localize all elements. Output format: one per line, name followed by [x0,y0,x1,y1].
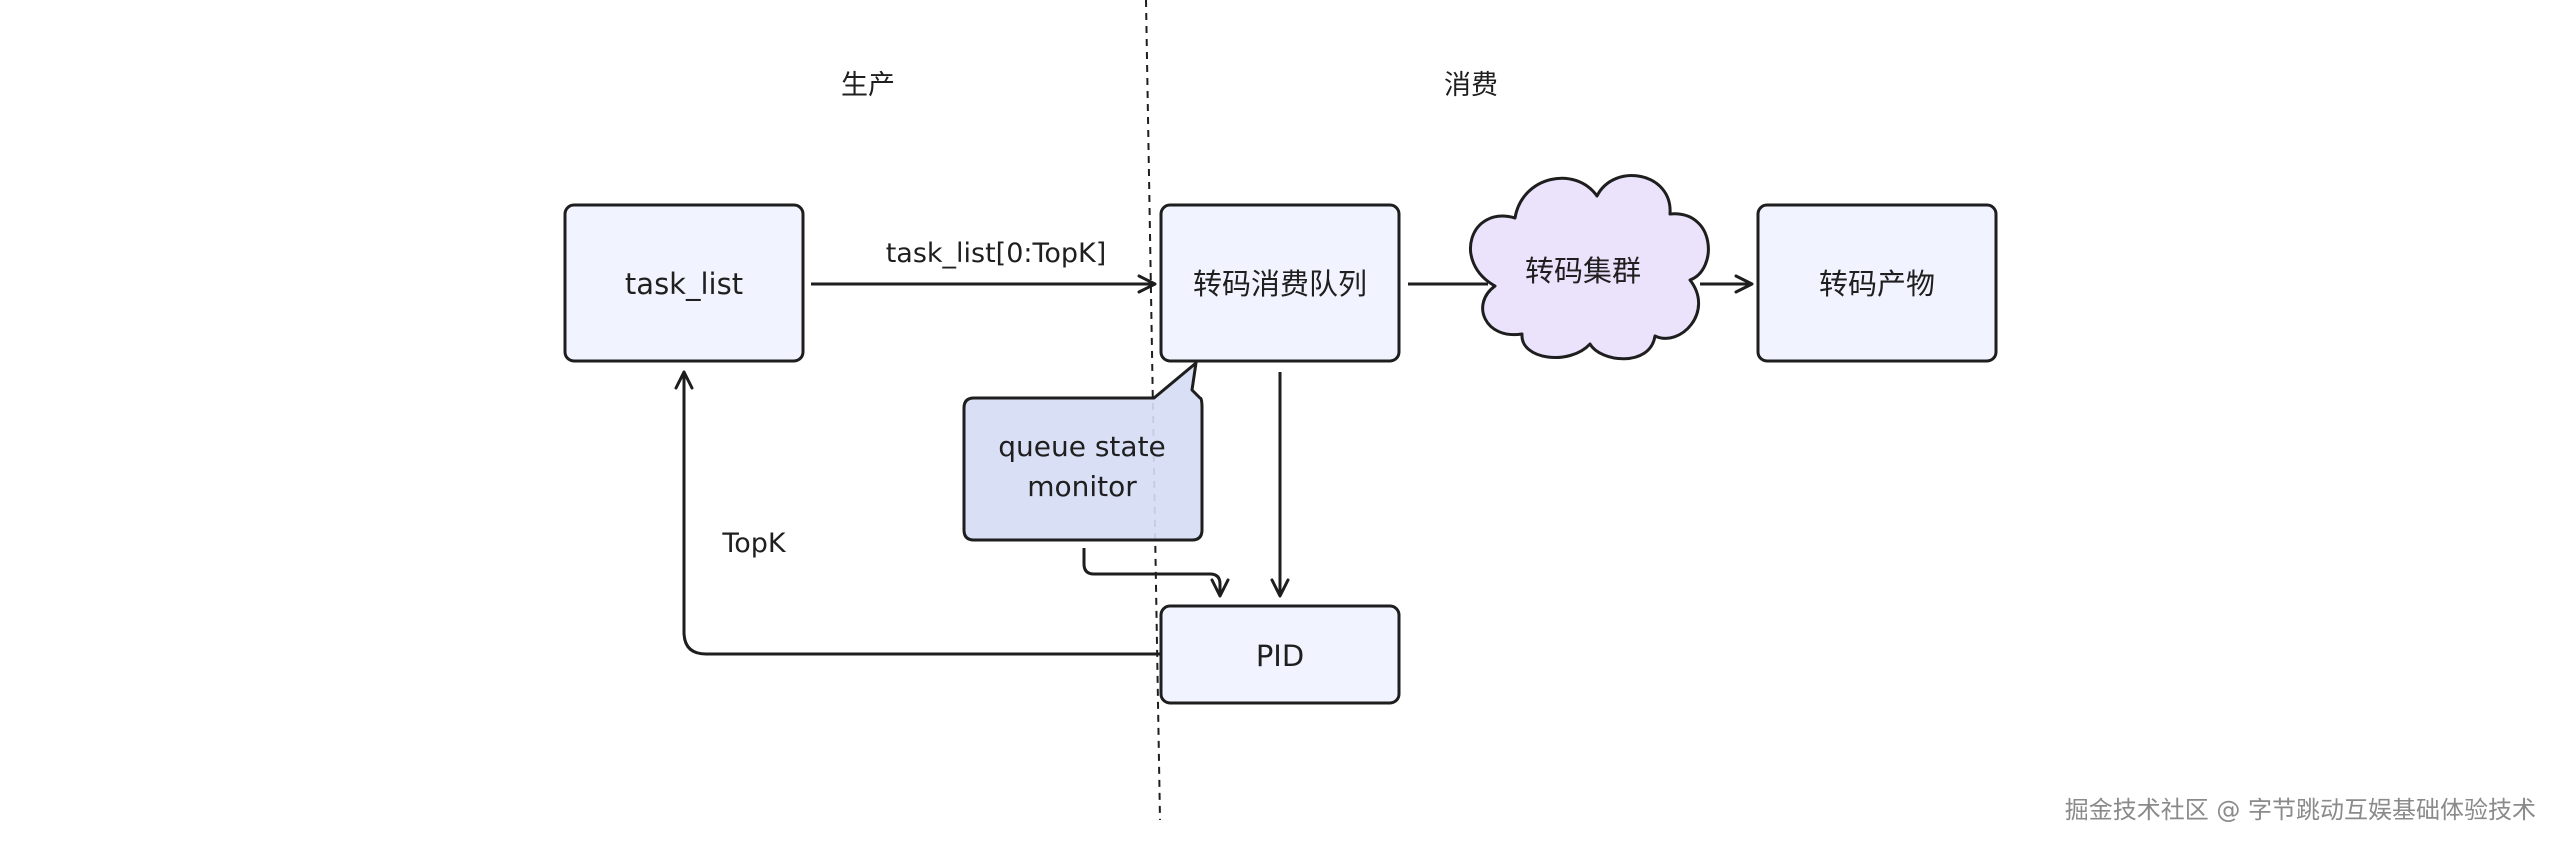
section-divider [1145,0,1161,821]
node-task-list: task_list [563,203,805,363]
node-queue-monitor-line1: queue state [998,430,1166,463]
node-queue-monitor-line2: monitor [1027,470,1137,503]
node-transcode-queue: 转码消费队列 [1159,203,1401,363]
edge-monitor-to-pid [1082,548,1230,598]
cloud-shape [1469,174,1710,361]
edge-pid-to-task-list [674,370,1160,656]
section-label-production: 生产 [841,70,895,101]
node-transcode-output: 转码产物 [1756,203,1998,363]
section-label-consumption: 消费 [1444,70,1498,101]
node-queue-monitor: queue state monitor [962,361,1204,542]
watermark-text: 掘金技术社区 @ 字节跳动互娱基础体验技术 [2065,796,2536,824]
node-pid: PID [1159,604,1401,705]
edge-label-topk-slice: task_list[0:TopK] [886,238,1107,269]
node-task-list-label: task_list [625,267,743,301]
node-transcode-cluster: 转码集群 [1469,174,1710,361]
node-transcode-queue-label: 转码消费队列 [1193,267,1367,301]
node-transcode-cluster-label: 转码集群 [1525,254,1641,288]
edge-label-topk: TopK [721,528,787,559]
callout-shape [962,361,1204,542]
node-pid-label: PID [1256,639,1304,673]
node-transcode-output-label: 转码产物 [1819,267,1935,301]
